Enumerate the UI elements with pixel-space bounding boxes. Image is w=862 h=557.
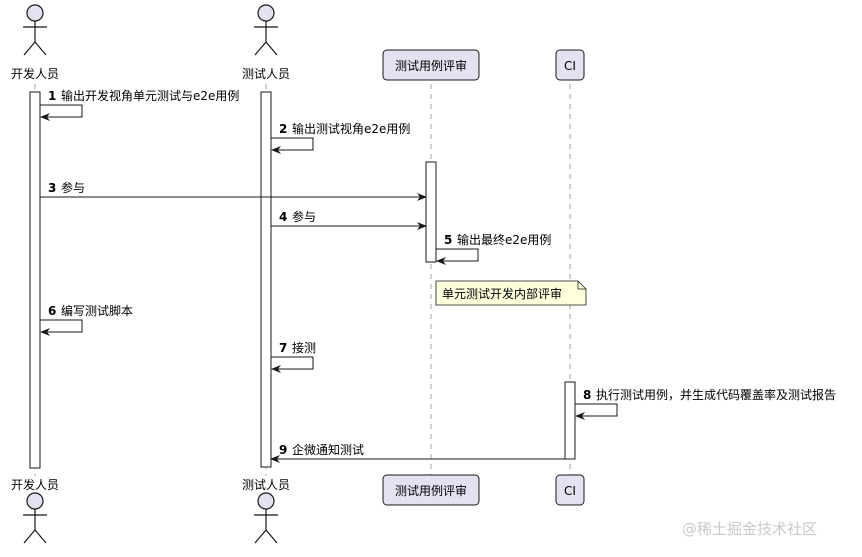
self-message-arrow [271,356,314,373]
participant-label: 开发人员 [11,66,59,81]
message-label: 企微通知测试 [292,442,364,457]
message-number: 9 [279,443,287,457]
activation-bar-ci [564,381,576,460]
message-1: 1 输出开发视角单元测试与e2e用例 [40,88,239,121]
message-number: 3 [48,181,56,195]
message-number: 6 [48,304,56,318]
message-number: 5 [444,233,452,247]
participant-label: CI [564,484,576,498]
participant-tester-top: 测试人员 [242,4,290,81]
participant-review-top: 测试用例评审 [382,49,480,81]
message-number: 7 [279,341,287,355]
message-label: 输出开发视角单元测试与e2e用例 [61,88,239,103]
self-message-arrow [436,248,479,265]
participant-dev-bottom: 开发人员 [11,477,59,544]
message-label: 接测 [292,340,316,355]
note-text: 单元测试开发内部评审 [442,286,562,301]
participant-tester-bottom: 测试人员 [242,477,290,544]
self-message-arrow [575,403,618,420]
participant-review-bottom: 测试用例评审 [382,474,480,506]
message-label: 输出最终e2e用例 [457,232,551,247]
message-5: 5 输出最终e2e用例 [436,232,551,265]
message-number: 8 [583,388,591,402]
activation-bar-review [425,161,437,263]
participant-ci-bottom: CI [555,474,585,506]
message-label: 执行测试用例，并生成代码覆盖率及测试报告 [596,387,836,402]
participant-label: 测试人员 [242,477,290,492]
participant-label: 开发人员 [11,477,59,492]
message-label: 参与 [61,180,85,195]
message-number: 2 [279,122,287,136]
self-message-arrow [40,104,83,121]
message-number: 1 [48,89,56,103]
message-9: 9 企微通知测试 [270,442,565,463]
message-2: 2 输出测试视角e2e用例 [271,121,410,154]
participant-label: 测试人员 [242,66,290,81]
message-8: 8 执行测试用例，并生成代码覆盖率及测试报告 [575,387,836,420]
message-label: 编写测试脚本 [61,303,133,318]
participant-dev-top: 开发人员 [11,4,59,81]
participant-label: CI [564,59,576,73]
watermark: @稀土掘金技术社区 [682,520,817,538]
activation-bar-dev [29,91,41,469]
message-label: 参与 [292,209,316,224]
participant-ci-top: CI [555,49,585,81]
message-number: 4 [279,210,287,224]
participant-label: 测试用例评审 [395,58,467,73]
participant-label: 测试用例评审 [395,483,467,498]
message-4: 4 参与 [271,209,427,230]
self-message-arrow [40,319,83,336]
message-7: 7 接测 [271,340,316,373]
message-label: 输出测试视角e2e用例 [292,121,410,136]
note: 单元测试开发内部评审 [435,280,587,306]
message-3: 3 参与 [40,180,427,201]
message-6: 6 编写测试脚本 [40,303,133,336]
activation-bar-tester [260,91,272,468]
self-message-arrow [271,137,314,154]
